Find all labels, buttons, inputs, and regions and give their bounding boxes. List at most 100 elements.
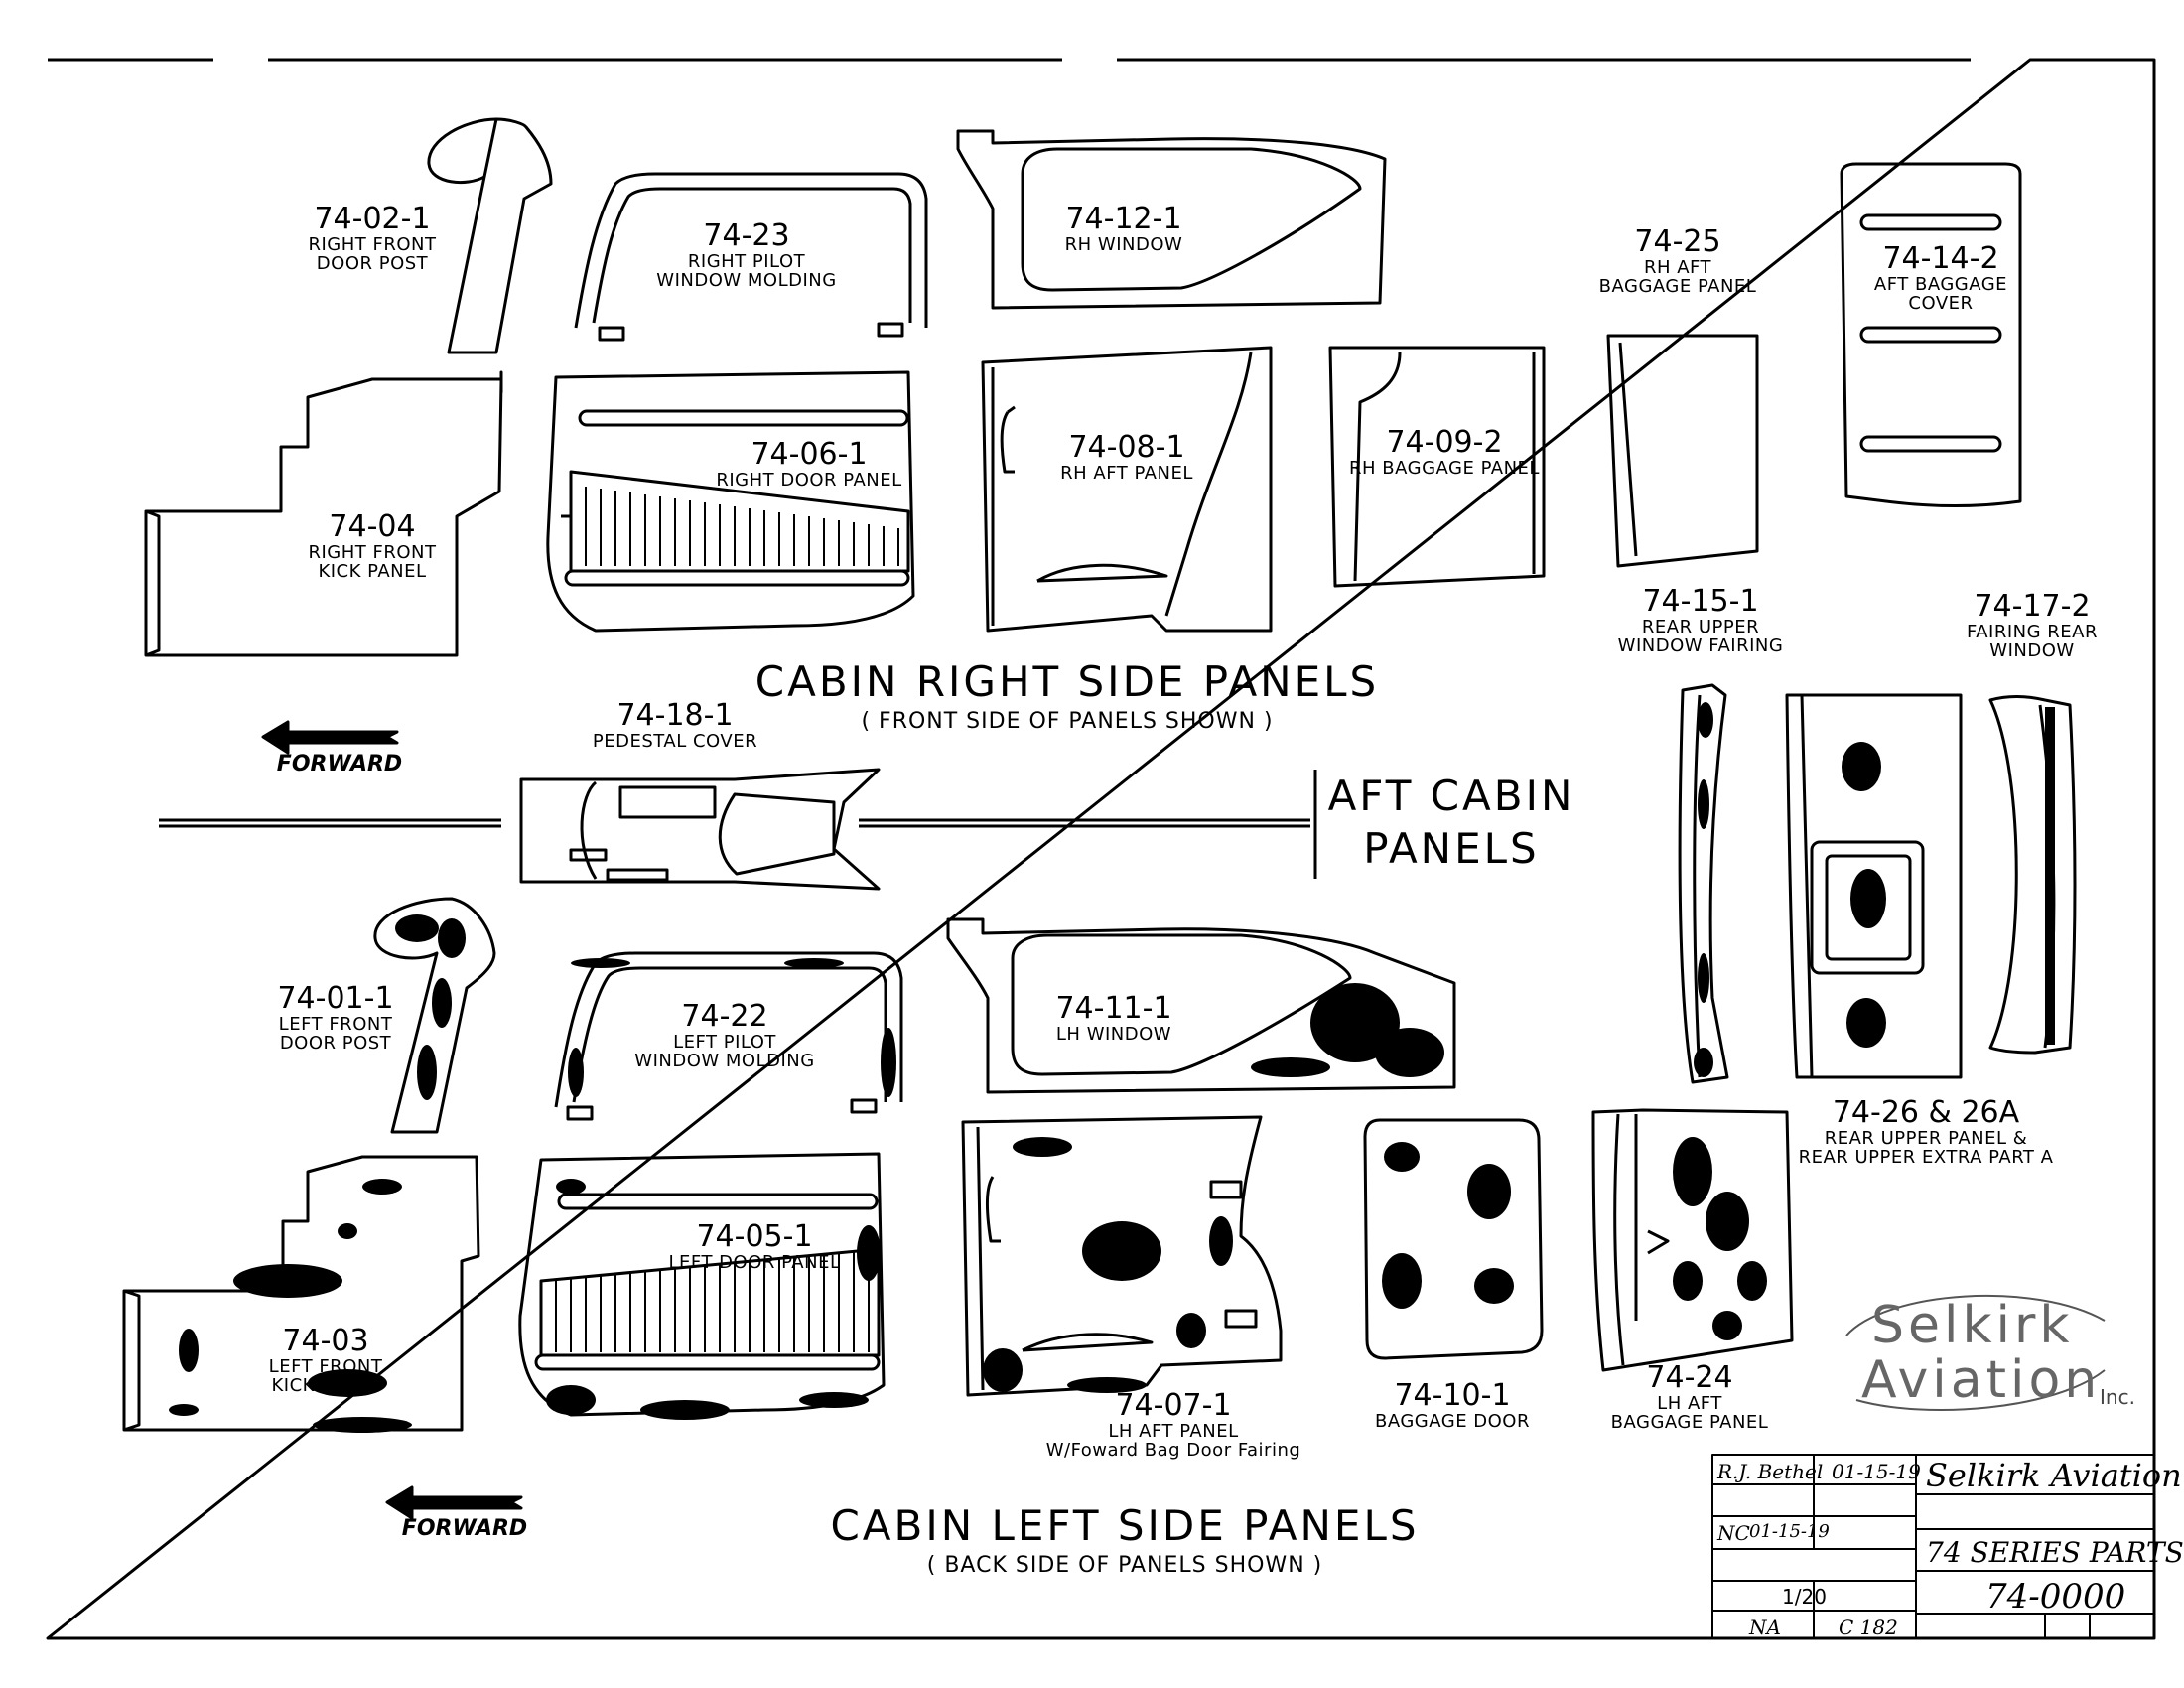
part-desc: RH AFT PANEL [1060,462,1193,484]
part-desc: LEFT FRONT [268,1355,383,1377]
scale: 1/20 [1782,1585,1827,1609]
part-number: 74-03 [282,1324,369,1358]
part-74-12-1-shape [956,129,1387,310]
part-74-26-shape [1785,693,1963,1079]
part-desc: REAR UPPER PANEL & [1824,1127,2028,1149]
part-desc: LH AFT PANEL [1108,1420,1239,1442]
model: C 182 [1839,1616,1898,1639]
part-desc: WINDOW MOLDING [634,1051,815,1072]
part-74-09-2-shape [1328,346,1546,588]
part-number: 74-05-1 [696,1219,813,1254]
part-74-12-1-label: 74-12-1 RH WINDOW [1065,204,1183,254]
part-74-11-1-label: 74-11-1 LH WINDOW [1055,993,1171,1044]
part-desc: BAGGAGE DOOR [1375,1410,1530,1432]
part-74-22-shape [554,951,903,1121]
title-block [1711,1454,2155,1639]
part-74-01-1-shape [373,897,496,1134]
part-desc: DOOR POST [316,253,429,275]
part-number: 74-04 [329,509,416,544]
part-74-10-1-label: 74-10-1 BAGGAGE DOOR [1375,1380,1530,1431]
part-74-03-shape [122,1155,480,1432]
checked-by: NC [1717,1521,1750,1545]
part-number: 74-18-1 [616,698,734,733]
part-desc: BAGGAGE PANEL [1598,276,1757,298]
part-74-14-2-shape [1840,162,2022,507]
part-74-18-1-label: 74-18-1 PEDESTAL COVER [593,700,757,751]
part-number: 74-07-1 [1115,1388,1232,1423]
part-desc: LEFT DOOR PANEL [668,1251,841,1273]
part-74-08-1-label: 74-08-1 RH AFT PANEL [1060,432,1193,483]
part-74-05-1-shape [518,1152,886,1417]
drawn-date: 01-15-19 [1832,1460,1921,1483]
forward-arrow-2 [385,1485,523,1520]
adhesive-patches [169,702,2055,1433]
part-desc: RH BAGGAGE PANEL [1349,457,1540,479]
part-desc: WINDOW FAIRING [1617,635,1784,657]
part-number: 74-26 & 26A [1832,1095,2020,1130]
center-divider [159,770,1317,879]
aft-section-title-line1: AFT CABIN [1327,772,1575,820]
part-desc: LEFT FRONT [278,1013,393,1035]
part-desc: LEFT PILOT [673,1031,776,1053]
company-name: Selkirk Aviation [1926,1457,2182,1494]
part-desc: RIGHT FRONT [308,233,437,255]
part-74-10-1-shape [1363,1118,1544,1360]
part-74-06-1-shape [546,370,915,633]
part-desc: COVER [1908,293,1974,315]
part-number: 74-06-1 [751,437,868,472]
logo-line2: Aviation [1861,1350,2102,1410]
logo-line1: Selkirk [1871,1296,2074,1355]
checked-date: 01-15-19 [1749,1521,1830,1542]
left-section-title: CABIN LEFT SIDE PANELS [830,1501,1420,1550]
right-section-subtitle: ( FRONT SIDE OF PANELS SHOWN ) [861,709,1274,734]
part-number: 74-14-2 [1882,241,1999,276]
forward-arrow-1 [261,720,399,755]
part-74-24-shape [1591,1108,1794,1372]
part-number: 74-10-1 [1394,1378,1511,1413]
drawing-title: 74 SERIES PARTS [1926,1536,2184,1569]
part-desc: AFT BAGGAGE [1873,273,2008,295]
part-desc: WINDOW MOLDING [656,270,837,292]
part-desc: RH AFT [1643,256,1712,278]
part-desc: KICK PANEL [271,1375,380,1397]
part-74-08-1-shape [981,346,1273,633]
part-number: 74-09-2 [1386,425,1503,460]
part-number: 74-25 [1634,224,1721,259]
part-74-02-1-shape [427,117,553,354]
part-number: 74-02-1 [314,202,431,236]
part-74-06-1-label: 74-06-1 RIGHT DOOR PANEL [716,439,901,490]
part-number: 74-22 [681,999,768,1034]
part-desc: KICK PANEL [318,561,427,583]
left-section-subtitle: ( BACK SIDE OF PANELS SHOWN ) [926,1553,1323,1578]
part-74-23-shape [574,172,928,342]
part-desc: WINDOW [1989,640,2075,662]
part-74-05-1-label: 74-05-1 LEFT DOOR PANEL [669,1221,841,1272]
part-desc: LH WINDOW [1055,1023,1172,1045]
part-desc: RIGHT DOOR PANEL [716,469,902,491]
forward-label-top: FORWARD [276,752,403,776]
part-desc: BAGGAGE PANEL [1610,1412,1769,1434]
part-desc: LH AFT [1657,1392,1722,1414]
drawn-by: R.J. Bethel [1717,1460,1824,1483]
logo-arcs [1845,1294,2106,1411]
part-74-15-1-shape [1678,683,1729,1084]
part-74-07-1-shape [961,1115,1283,1397]
part-desc: REAR UPPER [1641,616,1760,637]
aft-section-title-line2: PANELS [1363,824,1540,873]
forward-label-bottom: FORWARD [401,1516,528,1541]
logo-suffix: Inc. [2100,1385,2135,1409]
part-74-17-2-shape [1988,695,2077,1055]
part-74-18-1-shape [519,768,881,891]
part-74-09-2-label: 74-09-2 RH BAGGAGE PANEL [1349,427,1540,478]
